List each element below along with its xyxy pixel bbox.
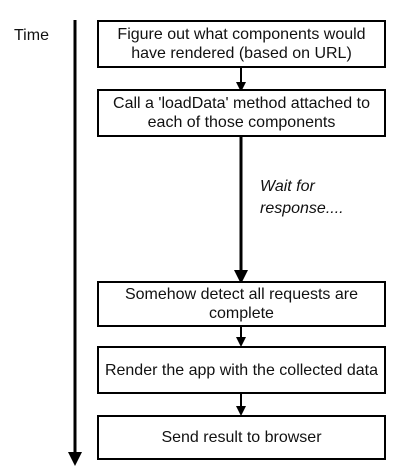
step-box-2: Call a 'loadData' method attached to eac… — [97, 89, 386, 137]
step-box-1: Figure out what components would have re… — [97, 20, 386, 68]
step-box-5: Send result to browser — [97, 415, 386, 460]
step-box-3: Somehow detect all requests are complete — [97, 281, 386, 327]
time-axis-label: Time — [14, 27, 49, 44]
step-box-4: Render the app with the collected data — [97, 346, 386, 394]
wait-note: Wait for response.... — [260, 178, 344, 217]
